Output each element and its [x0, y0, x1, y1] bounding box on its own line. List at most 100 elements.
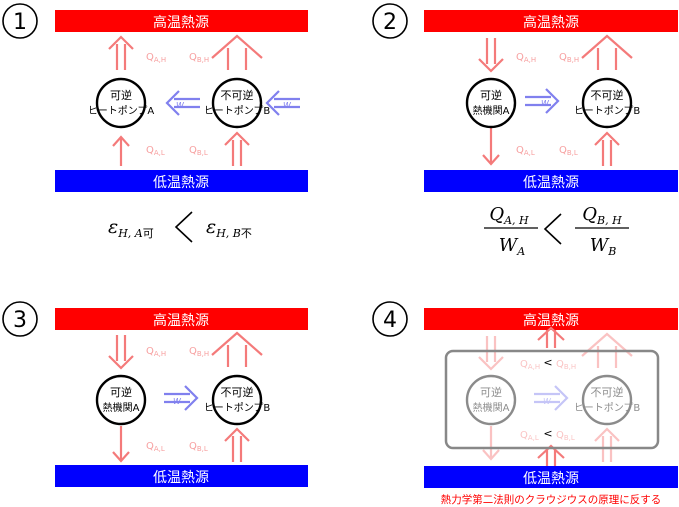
heat-arrow-up [223, 131, 251, 168]
low-temp-reservoir [424, 466, 678, 488]
heat-arrow-up [593, 131, 621, 168]
device-type-label: 不可逆 [221, 88, 254, 102]
low-temp-label: 低温熱源 [523, 471, 579, 487]
q-al-label: QA,L [520, 430, 539, 442]
device-name-label: ヒートポンプB [574, 402, 641, 414]
panel-3: 3 高温熱源 低温熱源 W 可逆 熱機関A 不可逆 ヒートポンプB QA,H Q… [2, 301, 308, 487]
heat-arrow-head [482, 449, 500, 461]
heat-comparison-symbol: < [543, 427, 552, 440]
work-label: W [283, 101, 292, 110]
panel-number: 2 [383, 10, 397, 35]
q-bh-label: QB,H [189, 52, 209, 64]
irreversible-heat-pump-b [211, 374, 263, 426]
q-ah-label: QA,H [520, 359, 540, 371]
device-type-label: 可逆 [480, 385, 502, 399]
fraction-b-denominator: WB [590, 235, 617, 258]
q-bl-label: QB,L [556, 430, 575, 442]
heat-arrow-head [112, 135, 130, 147]
low-temp-label: 低温熱源 [153, 175, 209, 191]
device-name-label: 熱機関A [473, 104, 510, 117]
device-type-label: 可逆 [110, 88, 132, 102]
q-bh-label: QB,H [556, 359, 576, 371]
panel-4: 4 高温熱源 低温熱源 W 可逆 熱機関A 不可逆 ヒートポンプB QA,H Q… [372, 301, 678, 488]
high-temp-reservoir [55, 10, 308, 32]
q-al-label: QA,L [146, 145, 165, 157]
high-temp-reservoir [424, 10, 678, 32]
faded-subsystem: W 可逆 熱機関A 不可逆 ヒートポンプB QA,H QB,H QA,L QB,… [465, 332, 641, 464]
reversible-heat-engine-a [465, 374, 517, 426]
high-temp-reservoir [424, 308, 678, 330]
heat-arrow-up [593, 427, 621, 464]
low-temp-reservoir [55, 465, 308, 487]
heat-arrow-up [210, 34, 264, 72]
q-bl-label: QB,L [559, 145, 578, 157]
efficiency-ratio-inequality: QA, H WA QB, H WB [484, 204, 629, 258]
cop-inequality: εH, A可 εH, B不 [108, 211, 252, 243]
fraction-b-numerator: QB, H [582, 204, 622, 227]
q-bh-label: QB,H [559, 52, 579, 64]
net-heat-arrow-up [537, 326, 565, 348]
heat-arrow-up [223, 427, 251, 464]
panel-number-circle [372, 301, 408, 337]
panel-number: 4 [383, 308, 397, 333]
epsilon-b: εH, B不 [206, 216, 252, 240]
irreversible-heat-pump-b [211, 77, 263, 129]
panel-number: 3 [13, 308, 27, 333]
less-than-symbol [543, 213, 562, 245]
panel-number-circle [2, 3, 38, 39]
q-al-label: QA,L [146, 441, 165, 453]
heat-comparison-symbol: < [543, 356, 552, 369]
device-type-label: 不可逆 [221, 385, 254, 399]
reversible-heat-engine-a [95, 374, 147, 426]
clausius-violation-caption: 熱力学第二法則のクラウジウスの原理に反する [440, 494, 662, 506]
heat-arrow-down [477, 36, 505, 73]
work-label: W [541, 99, 550, 108]
panel-2: 2 高温熱源 低温熱源 W 可逆 熱機関A 不可逆 ヒートポンプB QA,H Q… [372, 3, 678, 258]
heat-arrow-head [112, 451, 130, 463]
q-ah-label: QA,H [146, 346, 166, 358]
heat-arrow-head [482, 154, 500, 166]
work-label: W [176, 101, 185, 110]
device-type-label: 不可逆 [591, 88, 624, 102]
q-bl-label: QB,L [189, 441, 208, 453]
panel-number-circle [372, 3, 408, 39]
reversible-heat-pump-a [95, 77, 147, 129]
low-temp-label: 低温熱源 [153, 470, 209, 486]
q-ah-label: QA,H [516, 52, 536, 64]
low-temp-reservoir [55, 170, 308, 192]
less-than-symbol [174, 211, 193, 243]
irreversible-heat-pump-b [581, 77, 633, 129]
panel-number-circle [2, 301, 38, 337]
device-type-label: 可逆 [480, 88, 502, 102]
high-temp-label: 高温熱源 [523, 14, 579, 31]
panel-1: 1 高温熱源 低温熱源 W W 可逆 ヒートポンプA 不可逆 ヒートポンプB Q… [2, 3, 308, 243]
work-label: W [543, 397, 552, 406]
heat-arrow-down [107, 333, 135, 370]
device-name-label: 熱機関A [103, 401, 140, 414]
fraction-a-numerator: QA, H [489, 204, 529, 227]
device-name-label: 熱機関A [473, 401, 510, 414]
high-temp-label: 高温熱源 [153, 14, 209, 31]
q-ah-label: QA,H [146, 52, 166, 64]
irreversible-heat-pump-b [581, 374, 633, 426]
device-name-label: ヒートポンプB [204, 105, 271, 117]
combined-system-boundary [444, 349, 660, 450]
net-heat-arrow-up [537, 444, 565, 466]
high-temp-label: 高温熱源 [523, 312, 579, 329]
device-name-label: ヒートポンプB [574, 105, 641, 117]
heat-arrow-up [107, 35, 135, 72]
device-name-label: ヒートポンプA [88, 105, 155, 117]
heat-arrow-down [477, 334, 505, 371]
fraction-a-denominator: WA [499, 235, 526, 258]
low-temp-reservoir [424, 170, 678, 192]
reversible-heat-engine-a [465, 77, 517, 129]
work-label: W [173, 397, 182, 406]
device-name-label: ヒートポンプB [204, 402, 271, 414]
low-temp-label: 低温熱源 [523, 175, 579, 191]
q-bl-label: QB,L [189, 145, 208, 157]
device-type-label: 可逆 [110, 385, 132, 399]
q-bh-label: QB,H [189, 346, 209, 358]
high-temp-reservoir [55, 308, 308, 330]
epsilon-a: εH, A可 [108, 216, 154, 240]
